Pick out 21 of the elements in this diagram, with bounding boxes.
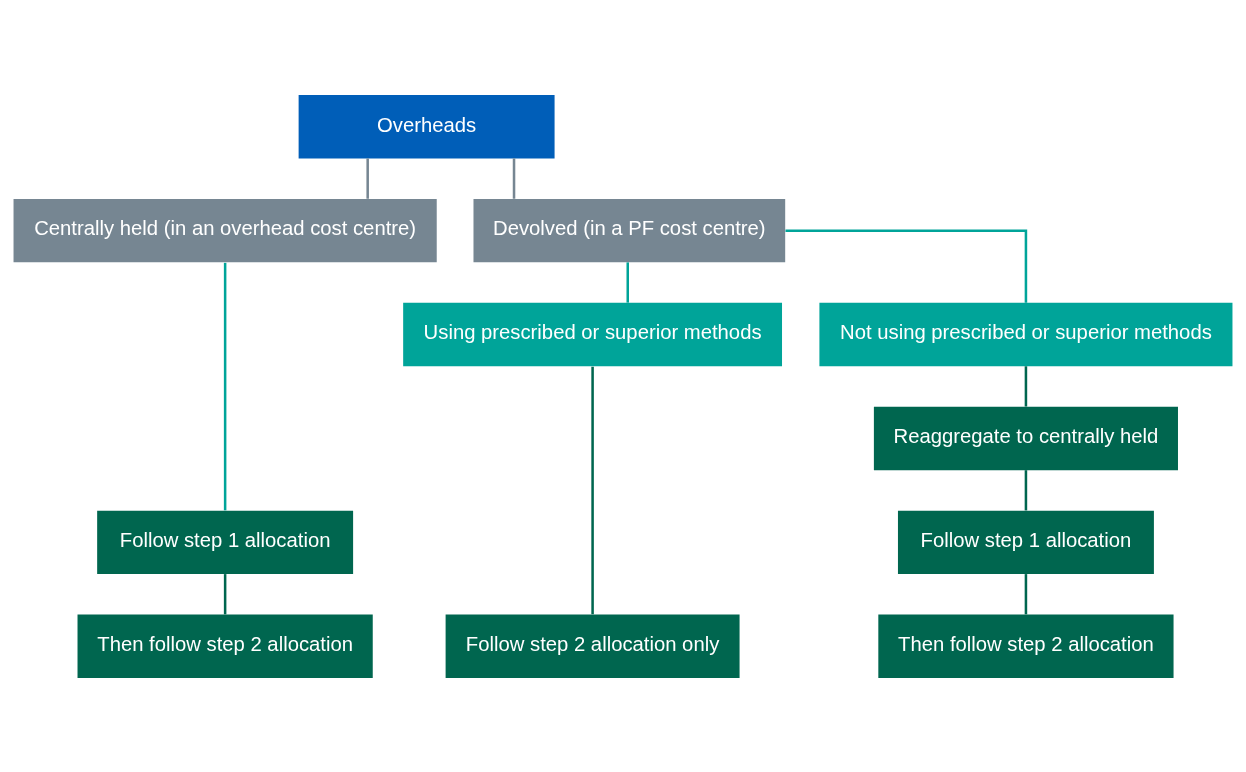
node-box: Centrally held (in an overhead cost centre) xyxy=(13,198,437,262)
connector xyxy=(223,573,227,614)
connector xyxy=(1024,573,1028,614)
connector xyxy=(366,158,369,199)
connector xyxy=(591,366,594,614)
connector xyxy=(785,228,1028,303)
connector xyxy=(223,262,227,510)
node-box: Using prescribed or superior methods xyxy=(403,302,782,366)
node-box: Not using prescribed or superior methods xyxy=(819,302,1233,366)
node-box: Then follow step 2 allocation xyxy=(878,614,1174,678)
connector xyxy=(512,158,516,199)
node-box: Then follow step 2 allocation xyxy=(77,614,373,678)
connector xyxy=(1024,469,1028,510)
connector xyxy=(1024,365,1028,407)
node-box: Reaggregate to centrally held xyxy=(873,406,1178,470)
node-box: Devolved (in a PF cost centre) xyxy=(473,198,786,262)
connector xyxy=(626,261,629,303)
node-box: Follow step 2 allocation only xyxy=(445,614,740,678)
node-box: Follow step 1 allocation xyxy=(897,510,1154,574)
node-box: Follow step 1 allocation xyxy=(97,510,354,574)
node-box: Overheads xyxy=(298,94,555,158)
